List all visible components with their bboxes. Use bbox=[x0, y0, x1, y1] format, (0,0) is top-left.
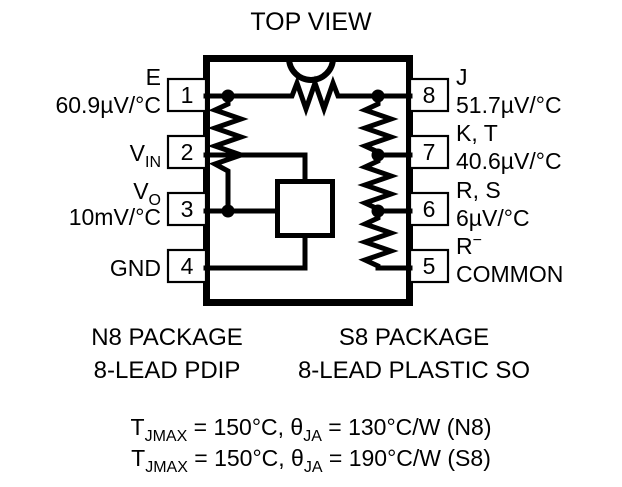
pin-3-label-line-2: 10mV/°C bbox=[69, 204, 161, 230]
pin-box-7[interactable] bbox=[408, 134, 450, 170]
junction-dot-pin6 bbox=[371, 204, 385, 218]
right-pin-boxes: 8 7 6 5 bbox=[408, 77, 450, 284]
thermal-spec-n8-theta-subscript: JA bbox=[303, 428, 322, 445]
thermal-spec-s8-tj-subscript: JMAX bbox=[145, 459, 188, 476]
pin-number-4: 4 bbox=[181, 253, 194, 279]
pin-number-1: 1 bbox=[181, 82, 194, 108]
pin-box-8[interactable] bbox=[408, 77, 450, 113]
right-pin-labels: J 51.7µV/°C K, T 40.6µV/°C R, S 6µV/°C R… bbox=[456, 64, 563, 287]
thermal-spec-s8: TJMAX = 150°C, θJA = 190°C/W (S8) bbox=[131, 445, 491, 476]
pin-4-label: GND bbox=[110, 255, 161, 281]
package-captions: N8 PACKAGE 8-LEAD PDIP S8 PACKAGE 8-LEAD… bbox=[91, 324, 530, 384]
pin-box-2[interactable] bbox=[166, 134, 208, 170]
thermal-spec-s8-tj-symbol: T bbox=[131, 445, 145, 471]
pin-3-label-line-1: VO bbox=[133, 178, 161, 209]
pin-8-label-line-2: 51.7µV/°C bbox=[456, 92, 562, 118]
resistor-horizontal-top bbox=[287, 75, 342, 117]
junction-dot-pin8 bbox=[371, 89, 385, 103]
pin-6-label-line-2: 6µV/°C bbox=[456, 205, 530, 231]
thermal-spec-n8-tj-value: = 150°C, bbox=[187, 414, 290, 440]
internal-function-block bbox=[275, 179, 335, 238]
thermal-spec-n8-theta-value: = 130°C/W (N8) bbox=[322, 414, 492, 440]
pin-number-6: 6 bbox=[423, 196, 436, 222]
wire-pin4-to-block bbox=[203, 233, 308, 271]
pin-6-label-line-1: R, S bbox=[456, 177, 501, 203]
pin-number-8: 8 bbox=[423, 82, 436, 108]
pin-1-label-line-1: E bbox=[146, 64, 161, 90]
thermal-specs: TJMAX = 150°C, θJA = 130°C/W (N8) TJMAX … bbox=[131, 414, 492, 476]
page-title: TOP VIEW bbox=[250, 8, 372, 36]
left-pin-boxes: 1 2 3 4 bbox=[166, 77, 208, 284]
junction-dot-pin1 bbox=[221, 89, 235, 103]
thermal-spec-s8-theta-symbol: θ bbox=[291, 445, 304, 471]
internal-schematic bbox=[203, 75, 413, 271]
package-s8-description: 8-LEAD PLASTIC SO bbox=[298, 357, 530, 384]
pin-7-label-line-1: K, T bbox=[456, 120, 498, 146]
pin-8-label-line-1: J bbox=[456, 64, 468, 90]
pin-number-7: 7 bbox=[423, 139, 436, 165]
pin-2-label-subscript: IN bbox=[145, 154, 161, 171]
pin-5-label-superscript: − bbox=[473, 232, 482, 249]
thermal-spec-n8-theta-symbol: θ bbox=[290, 414, 303, 440]
thermal-spec-n8: TJMAX = 150°C, θJA = 130°C/W (N8) bbox=[131, 414, 492, 445]
pin-2-label: VIN bbox=[130, 140, 161, 171]
pin-7-label-line-2: 40.6µV/°C bbox=[456, 148, 562, 174]
thermal-spec-n8-tj-subscript: JMAX bbox=[145, 428, 188, 445]
resistor-right-3 bbox=[357, 211, 399, 269]
pin-5-label-line-2: COMMON bbox=[456, 261, 563, 287]
resistor-right-1 bbox=[357, 96, 399, 155]
junction-dot-pin7 bbox=[371, 148, 385, 162]
thermal-spec-s8-theta-subscript: JA bbox=[304, 459, 323, 476]
pin-5-label-line-1: R− bbox=[456, 232, 482, 259]
pin-number-3: 3 bbox=[181, 196, 194, 222]
pin-3-label-subscript: O bbox=[149, 192, 161, 209]
pin-number-5: 5 bbox=[423, 253, 436, 279]
pin-2-label-main: V bbox=[130, 140, 146, 166]
pin-number-2: 2 bbox=[181, 139, 194, 165]
thermal-spec-s8-theta-value: = 190°C/W (S8) bbox=[323, 445, 491, 471]
resistor-left-vertical bbox=[207, 96, 249, 182]
package-n8-description: 8-LEAD PDIP bbox=[94, 357, 241, 384]
semicircle-notch-icon bbox=[286, 57, 336, 83]
junction-dot-pin3 bbox=[221, 204, 235, 218]
pin-3-label-main: V bbox=[133, 178, 149, 204]
wire-pin2-to-block bbox=[203, 152, 308, 185]
pin-1-label-line-2: 60.9µV/°C bbox=[55, 92, 161, 118]
package-n8-name: N8 PACKAGE bbox=[91, 324, 243, 351]
pin-5-label-main: R bbox=[456, 233, 473, 259]
thermal-spec-s8-tj-value: = 150°C, bbox=[188, 445, 291, 471]
package-s8-name: S8 PACKAGE bbox=[339, 324, 489, 351]
left-pin-labels: E 60.9µV/°C VIN VO 10mV/°C GND bbox=[55, 64, 161, 281]
thermal-spec-n8-tj-symbol: T bbox=[131, 414, 145, 440]
